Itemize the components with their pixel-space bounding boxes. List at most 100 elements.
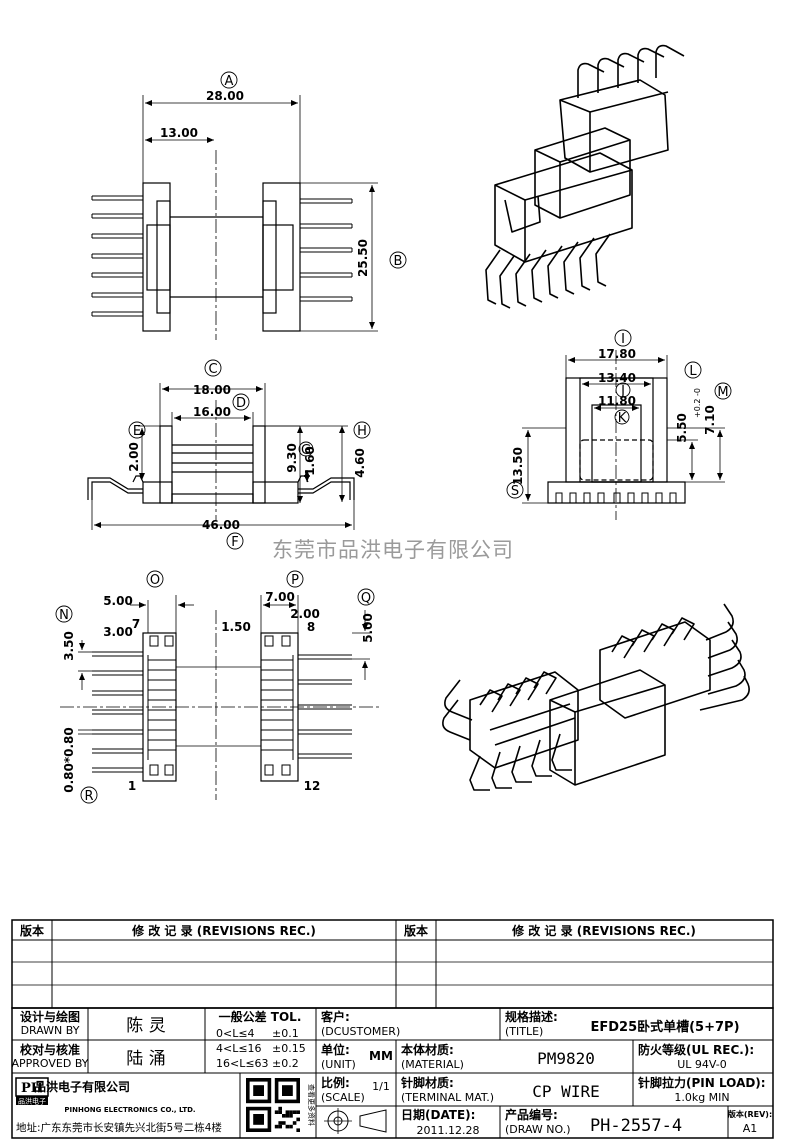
dim-g2: 1.60	[303, 446, 317, 476]
pin-label-12: 12	[304, 779, 321, 793]
logo-mark: PH	[21, 1081, 43, 1096]
callout-e: E	[133, 424, 141, 439]
designer-label-en: DRAWN BY	[21, 1024, 80, 1037]
callout-l: L	[689, 364, 697, 379]
dim-m: 7.10	[703, 405, 717, 435]
terminal-value: CP WIRE	[532, 1082, 599, 1101]
callout-q: Q	[361, 591, 371, 606]
title-label-en: (TITLE)	[505, 1025, 543, 1038]
terminal-label-en: (TERMINAL MAT.)	[401, 1091, 494, 1104]
callout-m: M	[717, 385, 728, 400]
tol-range-3: 16<L≤63	[216, 1057, 269, 1070]
product-title: EFD25卧式单槽(5+7P)	[590, 1019, 739, 1035]
tol-value-3: ±0.2	[272, 1057, 299, 1070]
callout-f: F	[231, 535, 238, 550]
unit-value: MM	[369, 1049, 393, 1063]
dim-q: 5.00	[361, 613, 375, 643]
title-block-text: 设计与绘图 DRAWN BY 陈 灵 校对与核准 APPROVED BY 陆 涌…	[11, 1009, 772, 1137]
pin-label-8: 8	[307, 620, 315, 634]
pin-label-1: 1	[128, 779, 136, 793]
isometric-view-bottom	[442, 603, 750, 791]
isometric-view-top	[485, 44, 685, 309]
callout-c: C	[208, 362, 217, 377]
checker-name: 陆 涌	[126, 1049, 165, 1069]
dim-l: 5.50	[675, 413, 689, 443]
end-view-text: 17.80 13.40 11.80 5.50 +0.2 -0 7.10 13.5…	[511, 332, 729, 499]
callout-j: J	[620, 384, 625, 399]
logo-subtext: 品洪电子	[18, 1097, 46, 1106]
callout-h: H	[357, 424, 367, 439]
callout-n: N	[59, 608, 69, 623]
rev-col-record-1: 修 改 记 录 (REVISIONS REC.)	[131, 923, 316, 938]
date-value: 2011.12.28	[417, 1124, 480, 1137]
dim-p2: 2.00	[290, 607, 320, 621]
callout-d: D	[236, 396, 246, 411]
dim-s: 13.50	[511, 447, 525, 485]
side-view	[87, 359, 371, 550]
terminal-label: 针脚材质:	[401, 1075, 454, 1090]
unit-label-en: (UNIT)	[321, 1058, 356, 1071]
revision-label: 版本(REV):	[727, 1109, 772, 1119]
title-label: 规格描述:	[505, 1009, 558, 1024]
company-logo: PH 品洪电子	[15, 1077, 49, 1106]
designer-label: 设计与绘图	[20, 1009, 80, 1024]
top-view	[91, 71, 407, 340]
dim-f: 46.00	[202, 518, 240, 532]
scale-value: 1/1	[372, 1080, 390, 1093]
dim-k: 11.80	[598, 394, 636, 408]
scale-label-en: (SCALE)	[321, 1091, 365, 1104]
dim-p: 7.00	[265, 590, 295, 604]
material-value: PM9820	[537, 1049, 595, 1068]
draw-no-label: 产品编号:	[505, 1107, 558, 1122]
dim-height: 25.50	[356, 239, 370, 277]
dim-c: 18.00	[193, 383, 231, 397]
draw-no-value: PH-2557-4	[590, 1116, 682, 1136]
tol-value-2: ±0.15	[272, 1042, 306, 1055]
dim-g: 9.30	[285, 443, 299, 473]
dim-o: 5.00	[103, 594, 133, 608]
dim-overall-width: 28.00	[206, 89, 244, 103]
callout-k: K	[618, 411, 627, 426]
checker-label: 校对与核准	[20, 1042, 80, 1057]
qr-code	[246, 1078, 300, 1132]
top-view-text: 28.00 13.00 25.50 A B	[160, 74, 402, 277]
dim-o2: 3.00	[103, 625, 133, 639]
watermark: 东莞市品洪电子有限公司	[272, 538, 514, 562]
fire-rating-value: UL 94V-0	[677, 1058, 727, 1071]
callout-i: I	[621, 332, 625, 347]
dim-i: 17.80	[598, 347, 636, 361]
tol-range-2: 4<L≤16	[216, 1042, 262, 1055]
pin-load-label: 针脚拉力(PIN LOAD):	[638, 1075, 766, 1090]
dim-150: 1.50	[221, 620, 251, 634]
material-label-en: (MATERIAL)	[401, 1058, 464, 1071]
callout-b: B	[394, 254, 403, 269]
customer-label: 客户:	[320, 1009, 350, 1024]
draw-no-label-en: (DRAW NO.)	[505, 1123, 570, 1136]
rev-col-version-2: 版本	[404, 923, 428, 938]
dim-half-width: 13.00	[160, 126, 198, 140]
designer-name: 陈 灵	[126, 1016, 165, 1036]
callout-r: R	[84, 789, 93, 804]
tol-value-1: ±0.1	[272, 1027, 299, 1040]
callout-s: S	[511, 484, 519, 499]
side-view-text: 18.00 16.00 2.00 9.30 1.60 4.60 46.00 C …	[127, 362, 367, 550]
tol-range-1: 0<L≤4	[216, 1027, 255, 1040]
callout-o: O	[150, 573, 160, 588]
dim-j: 13.40	[598, 371, 636, 385]
bottom-view-text: 5.00 3.00 7 7.00 2.00 8 1.50 3.50 5.00 0…	[59, 573, 375, 804]
callout-p: P	[291, 573, 299, 588]
date-label: 日期(DATE):	[401, 1107, 475, 1122]
dim-r: 0.80*0.80	[62, 727, 76, 793]
dim-n: 3.50	[62, 631, 76, 661]
dim-l-tolerance: +0.2 -0	[693, 388, 702, 418]
rev-col-record-2: 修 改 记 录 (REVISIONS REC.)	[511, 923, 696, 938]
fire-rating-label: 防火等级(UL REC.):	[638, 1042, 754, 1057]
bottom-view	[55, 570, 380, 804]
material-label: 本体材质:	[401, 1042, 454, 1057]
company-name: 品洪电子有限公司	[34, 1079, 130, 1094]
pin-label-7: 7	[132, 617, 140, 631]
scale-label: 比例:	[321, 1075, 350, 1090]
revision-value: A1	[743, 1122, 758, 1135]
dim-h: 4.60	[353, 448, 367, 478]
title-block	[11, 1007, 774, 1139]
